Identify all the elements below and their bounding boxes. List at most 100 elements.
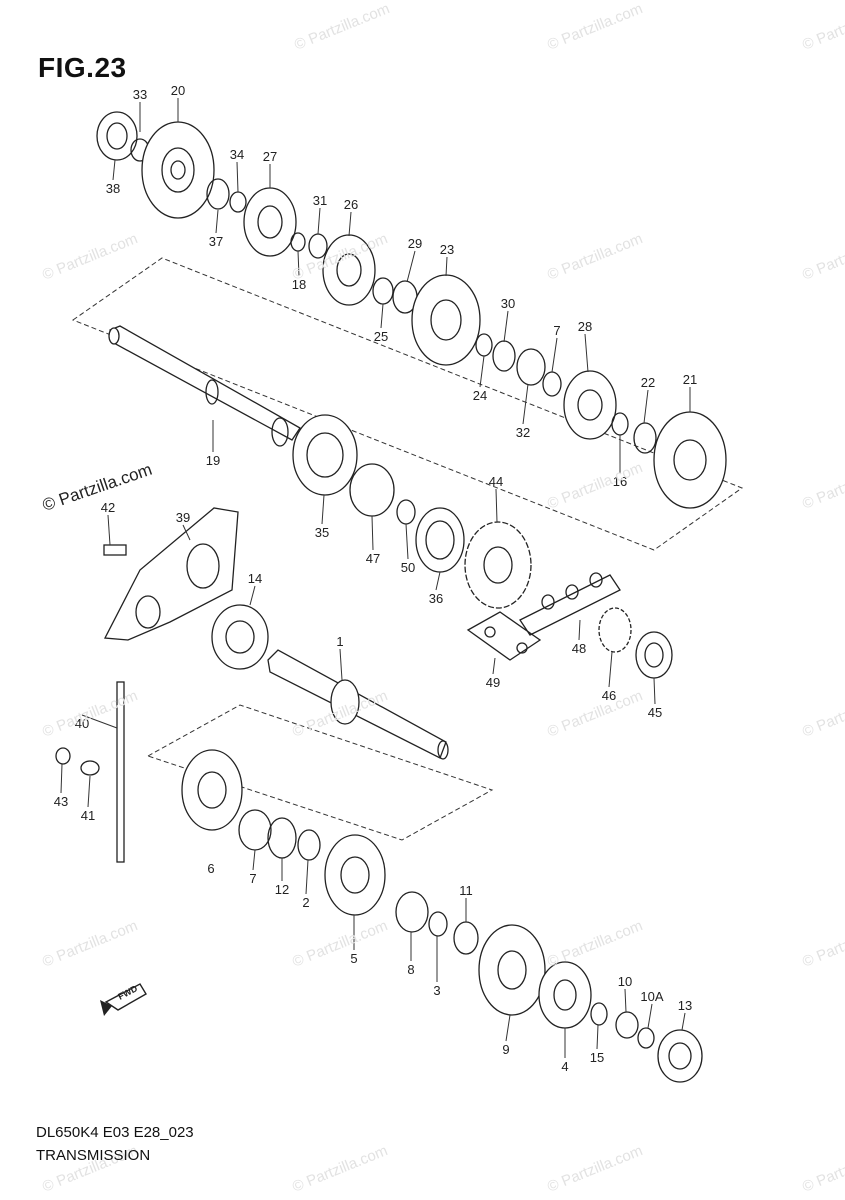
- part-label-47: 47: [366, 551, 380, 566]
- part-label-8: 8: [407, 962, 414, 977]
- figure-title: FIG.23: [38, 52, 127, 83]
- leader-line: [435, 571, 441, 591]
- bearing-35: [292, 414, 358, 496]
- leader-line: [624, 988, 627, 1013]
- bushing-25: [372, 277, 394, 305]
- part-label-39: 39: [176, 510, 190, 525]
- washer-34: [229, 191, 247, 213]
- part-label-24: 24: [473, 388, 487, 403]
- leader-line: [405, 523, 409, 560]
- part-label-33: 33: [133, 87, 147, 102]
- gear-4: [538, 961, 592, 1029]
- leader-line: [317, 207, 321, 235]
- leader-line: [643, 389, 649, 424]
- bushing-8: [395, 891, 429, 933]
- part-label-50: 50: [401, 560, 415, 575]
- figure-name: TRANSMISSION: [36, 1147, 151, 1164]
- leader-line: [339, 648, 343, 681]
- leader-line: [182, 524, 191, 541]
- upper-shaft-frame: [71, 257, 744, 551]
- washer-16: [611, 412, 629, 436]
- part-label-28: 28: [578, 319, 592, 334]
- leader-line: [371, 515, 374, 551]
- bushing-24: [475, 333, 493, 357]
- leader-line: [107, 514, 111, 546]
- bolt-42: [103, 544, 127, 556]
- leader-line: [608, 651, 613, 688]
- leader-line: [321, 494, 325, 525]
- circlip-50: [396, 499, 416, 525]
- washer-12: [267, 817, 297, 859]
- part-label-16: 16: [613, 474, 627, 489]
- part-label-48: 48: [572, 641, 586, 656]
- plate-41: [80, 760, 100, 776]
- part-label-41: 41: [81, 808, 95, 823]
- part-label-25: 25: [374, 329, 388, 344]
- part-label-32: 32: [516, 425, 530, 440]
- part-label-18: 18: [292, 277, 306, 292]
- gear-group-lower: [181, 749, 703, 1083]
- leader-line: [503, 310, 509, 343]
- part-label-3: 3: [433, 983, 440, 998]
- bearing-38: [96, 111, 138, 161]
- leader-line: [647, 1003, 653, 1029]
- leader-line: [305, 859, 309, 895]
- leader-lines: [60, 98, 691, 1058]
- fwd-arrow-icon: FWD: [100, 983, 147, 1016]
- part-label-21: 21: [683, 372, 697, 387]
- leader-line: [445, 256, 448, 277]
- part-label-27: 27: [263, 149, 277, 164]
- leader-line: [297, 250, 300, 277]
- chain-joint-49: [466, 611, 542, 661]
- part-label-30: 30: [501, 296, 515, 311]
- gear-23: [411, 274, 481, 366]
- part-label-34: 34: [230, 147, 244, 162]
- sprocket-44: [464, 521, 532, 609]
- gear-6: [181, 749, 243, 831]
- circlip-15: [590, 1002, 608, 1026]
- gear-28: [563, 370, 617, 440]
- part-label-11: 11: [459, 883, 473, 898]
- bushing-45: [635, 631, 673, 679]
- bushing-22: [633, 422, 657, 454]
- seal-36: [415, 507, 465, 573]
- figure-code: DL650K4 E03 E28_023: [36, 1124, 194, 1141]
- part-label-15: 15: [590, 1050, 604, 1065]
- leader-line: [479, 355, 485, 388]
- leader-line: [112, 159, 116, 181]
- part-label-1: 1: [336, 634, 343, 649]
- part-label-6: 6: [207, 861, 214, 876]
- gear-group-upper: [96, 111, 727, 509]
- bushing-7: [238, 809, 272, 851]
- circlip-3: [428, 911, 448, 937]
- leader-line: [596, 1024, 599, 1050]
- bushing-37: [206, 178, 230, 210]
- part-label-12: 12: [275, 882, 289, 897]
- part-label-14: 14: [248, 571, 262, 586]
- gear-21: [653, 411, 727, 509]
- part-label-10a: 10A: [640, 989, 663, 1004]
- part-label-2: 2: [302, 895, 309, 910]
- part-label-26: 26: [344, 197, 358, 212]
- part-label-42: 42: [101, 500, 115, 515]
- leader-line: [492, 657, 496, 675]
- leader-line: [249, 585, 256, 606]
- part-label-5: 5: [350, 951, 357, 966]
- leader-line: [236, 161, 239, 193]
- washer-10: [615, 1011, 639, 1039]
- leader-line: [495, 488, 498, 523]
- part-label-20: 20: [171, 83, 185, 98]
- part-label-23: 23: [440, 242, 454, 257]
- part-label-9: 9: [502, 1042, 509, 1057]
- leader-line: [522, 383, 529, 425]
- leader-line: [380, 303, 384, 329]
- leader-line: [584, 333, 589, 373]
- leader-line: [81, 714, 118, 729]
- leader-line: [215, 209, 219, 234]
- part-label-45: 45: [648, 705, 662, 720]
- part-label-46: 46: [602, 688, 616, 703]
- part-label-7: 7: [553, 323, 560, 338]
- gear-20: [141, 121, 215, 219]
- leader-line: [252, 849, 256, 871]
- lower-shaft-frame: [146, 704, 494, 841]
